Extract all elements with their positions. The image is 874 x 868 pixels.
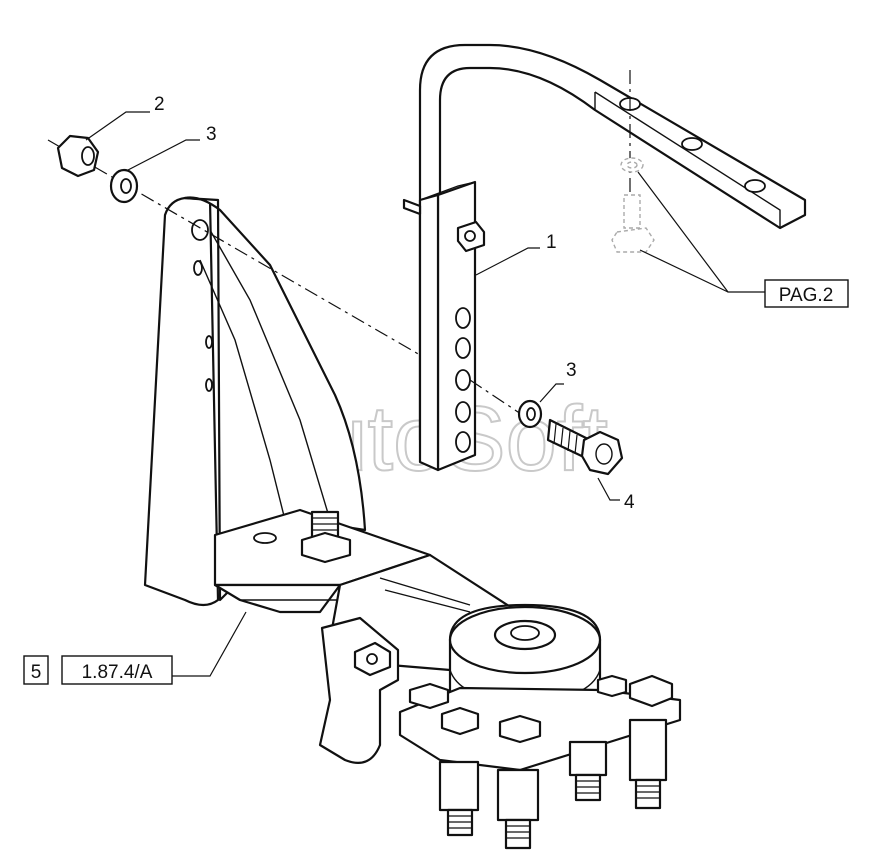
- reference-pag2[interactable]: PAG.2: [764, 279, 849, 308]
- reference-number-box: 5: [23, 655, 49, 685]
- leader-lines: [85, 111, 765, 677]
- reference-pag2-label: PAG.2: [779, 285, 834, 306]
- callout-part-2: 2: [154, 94, 165, 115]
- callout-part-4: 4: [624, 492, 635, 513]
- part-3-washer-top: [109, 168, 139, 204]
- ghost-fasteners: [611, 70, 655, 253]
- reference-number-label: 5: [31, 662, 42, 683]
- reference-code-label: 1.87.4/A: [82, 662, 153, 683]
- slide-arm-and-hub: [318, 553, 682, 850]
- callout-part-3-right: 3: [566, 360, 577, 381]
- part-3-washer-right: [469, 379, 543, 429]
- part-2-nut: [47, 134, 421, 356]
- part-1-clamp-block: [402, 180, 486, 472]
- callout-part-1: 1: [546, 232, 557, 253]
- part-4-bolt: [546, 418, 624, 476]
- part-1-arm: [418, 43, 807, 442]
- reference-code-box[interactable]: 1.87.4/A: [61, 655, 173, 685]
- callout-part-3-top: 3: [206, 124, 217, 145]
- main-bracket: [143, 196, 432, 614]
